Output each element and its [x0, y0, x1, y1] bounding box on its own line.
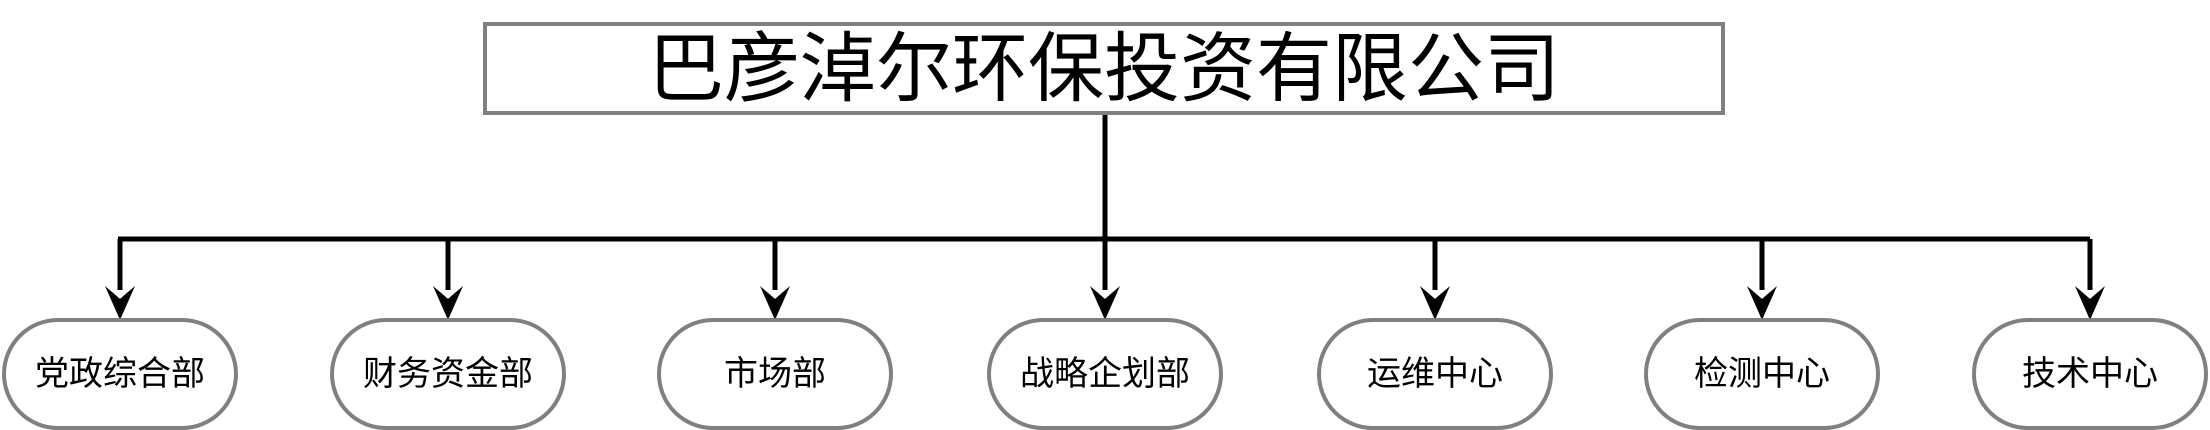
org-node-child-4[interactable]: 战略企划部 [987, 318, 1223, 430]
connector-arrowheads [105, 286, 2105, 320]
org-node-child-3[interactable]: 市场部 [657, 318, 893, 430]
org-node-child-5-label: 运维中心 [1367, 354, 1503, 394]
connector-arrowhead-3 [760, 286, 790, 320]
org-node-child-1[interactable]: 党政综合部 [2, 318, 238, 430]
org-node-child-5[interactable]: 运维中心 [1317, 318, 1553, 430]
org-node-child-3-label: 市场部 [724, 354, 826, 394]
connector-arrowhead-5 [1420, 286, 1450, 320]
connector-lines [117, 115, 2093, 290]
org-node-child-1-label: 党政综合部 [35, 354, 205, 394]
org-node-root-label: 巴彦淖尔环保投资有限公司 [648, 23, 1560, 113]
connector-arrowhead-6 [1747, 286, 1777, 320]
org-node-child-7-label: 技术中心 [2022, 354, 2158, 394]
org-node-child-6-label: 检测中心 [1694, 354, 1830, 394]
org-node-child-7[interactable]: 技术中心 [1972, 318, 2208, 430]
org-node-child-6[interactable]: 检测中心 [1644, 318, 1880, 430]
org-node-child-4-label: 战略企划部 [1020, 354, 1190, 394]
org-node-child-2[interactable]: 财务资金部 [330, 318, 566, 430]
connector-arrowhead-1 [105, 286, 135, 320]
connector-arrowhead-4 [1090, 286, 1120, 320]
org-node-child-2-label: 财务资金部 [363, 354, 533, 394]
org-node-root[interactable]: 巴彦淖尔环保投资有限公司 [483, 22, 1725, 115]
connector-arrowhead-2 [433, 286, 463, 320]
connector-arrowhead-7 [2075, 286, 2105, 320]
